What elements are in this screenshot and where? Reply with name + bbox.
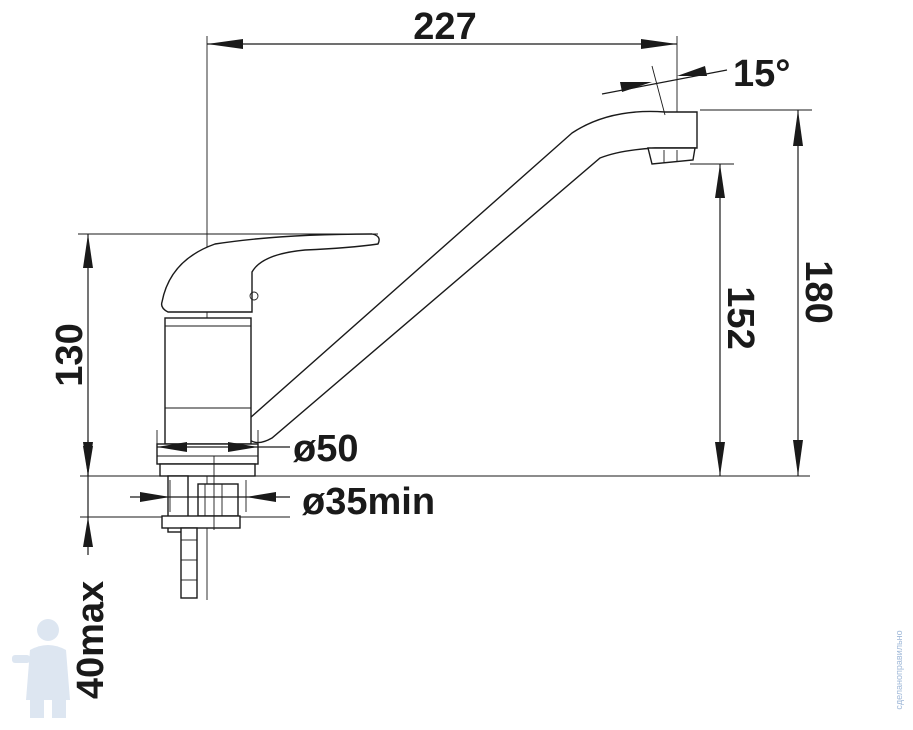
dimension-spout-height: 152	[690, 163, 761, 476]
dim-label-d35min: ø35min	[302, 481, 435, 523]
dim-label-152: 152	[719, 286, 761, 349]
aerator	[647, 147, 696, 165]
dimension-counter-thickness: 40max	[70, 440, 112, 699]
dim-label-15deg: 15°	[733, 53, 790, 95]
lever-handle	[160, 233, 380, 313]
mounting-nut	[197, 483, 239, 517]
faucet-outline	[156, 36, 698, 600]
dim-label-40max: 40max	[70, 581, 112, 699]
faucet-body	[164, 317, 252, 445]
side-watermark-text: сделаноправильно	[894, 630, 904, 709]
dim-label-227: 227	[413, 6, 476, 48]
dimension-base-diameter: ø50	[156, 428, 358, 470]
dimension-angle: 15°	[601, 53, 790, 116]
dimension-hole-diameter: ø35min	[130, 480, 435, 523]
dimension-total-height: 180	[700, 109, 839, 476]
dim-label-d50: ø50	[293, 428, 358, 470]
plumber-mascot-logo	[12, 619, 70, 718]
dim-label-130: 130	[49, 323, 91, 386]
spout-arm	[249, 110, 698, 444]
supply-hose	[180, 527, 198, 599]
dimension-reach: 227	[207, 6, 678, 112]
dim-label-180: 180	[797, 260, 839, 323]
